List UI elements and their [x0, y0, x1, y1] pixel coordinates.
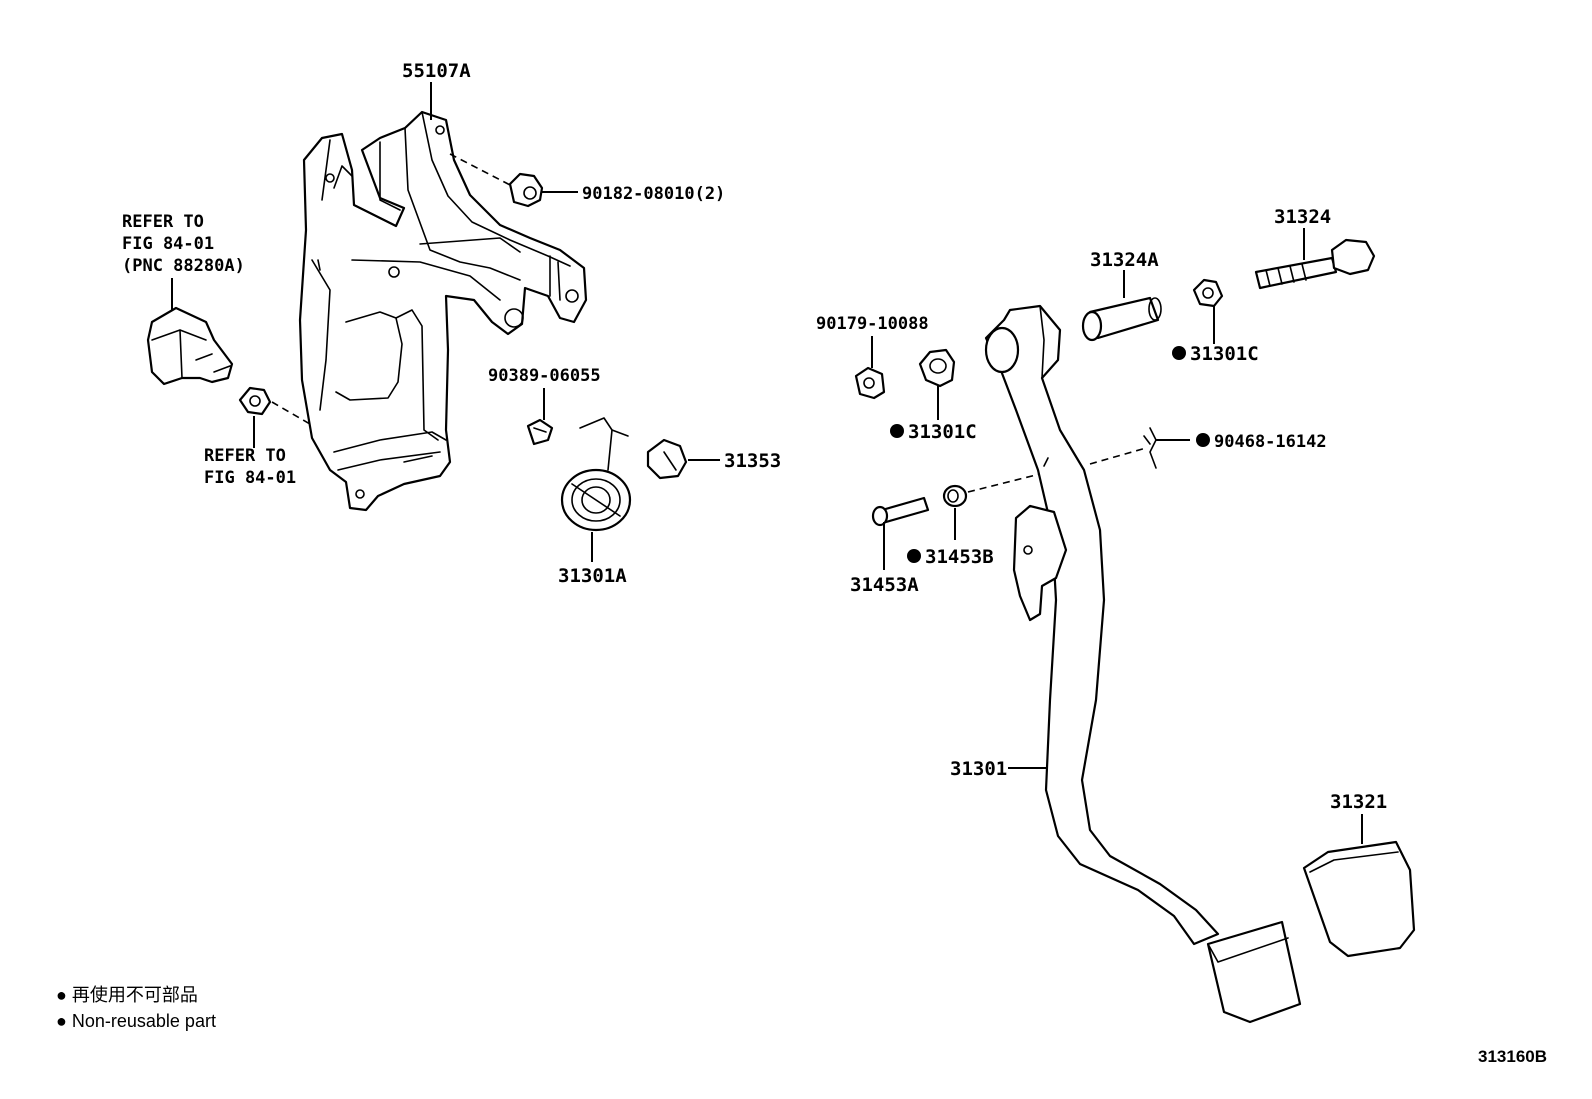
nonreusable-dot — [907, 549, 921, 563]
figure-code: 313160B — [1478, 1047, 1547, 1066]
pedal-bracket-drawing — [298, 110, 588, 512]
spring-31301a-drawing — [560, 417, 632, 532]
bushing-31353-drawing — [646, 438, 688, 480]
label-90389-06055: 90389-06055 — [488, 366, 601, 386]
label-90182-08010: 90182-08010(2) — [582, 184, 725, 204]
nut-90179-drawing — [854, 366, 886, 400]
label-31301c-right: 31301C — [1190, 343, 1259, 365]
label-31453b: 31453B — [925, 546, 994, 568]
refer1-line2: FIG 84-01 — [122, 234, 214, 254]
nonreusable-dot — [1196, 433, 1210, 447]
refer1-line3: (PNC 88280A) — [122, 256, 245, 276]
refer2-line2: FIG 84-01 — [204, 468, 296, 488]
label-31453a: 31453A — [850, 574, 919, 596]
label-90468-16142: 90468-16142 — [1214, 432, 1327, 452]
label-31301c-left: 31301C — [908, 421, 977, 443]
bolt-31324-drawing — [1254, 238, 1376, 290]
label-31301: 31301 — [950, 758, 1007, 780]
label-55107a: 55107A — [402, 60, 471, 82]
label-90179-10088: 90179-10088 — [816, 314, 929, 334]
pedal-pad-31321-drawing — [1302, 840, 1416, 958]
nut-31301c-right-drawing — [1192, 278, 1224, 308]
clip-90389-drawing — [526, 418, 554, 446]
nonreusable-dot — [1172, 346, 1186, 360]
clutch-switch-drawing — [146, 306, 234, 386]
legend-japanese: ● 再使用不可部品 — [56, 985, 198, 1005]
bush-31301c-left-drawing — [918, 348, 956, 388]
label-31324a: 31324A — [1090, 249, 1159, 271]
label-31301a: 31301A — [558, 565, 627, 587]
label-31353: 31353 — [724, 450, 781, 472]
label-31321: 31321 — [1330, 791, 1387, 813]
hex-nut-drawing — [238, 386, 311, 425]
nonreusable-dot — [890, 424, 904, 438]
legend-non-reusable: ● Non-reusable part — [56, 1011, 216, 1031]
label-31324: 31324 — [1274, 206, 1331, 228]
refer1-line1: REFER TO — [122, 212, 204, 232]
clip-90468-drawing — [1089, 427, 1157, 469]
bushing-31453b-drawing — [942, 473, 1041, 508]
pin-31453a-drawing — [871, 496, 930, 527]
flange-nut-90182-drawing — [449, 153, 544, 208]
pedal-arm-31301-drawing — [984, 304, 1302, 1024]
collar-31324a-drawing — [1081, 296, 1162, 342]
refer2-line1: REFER TO — [204, 446, 286, 466]
